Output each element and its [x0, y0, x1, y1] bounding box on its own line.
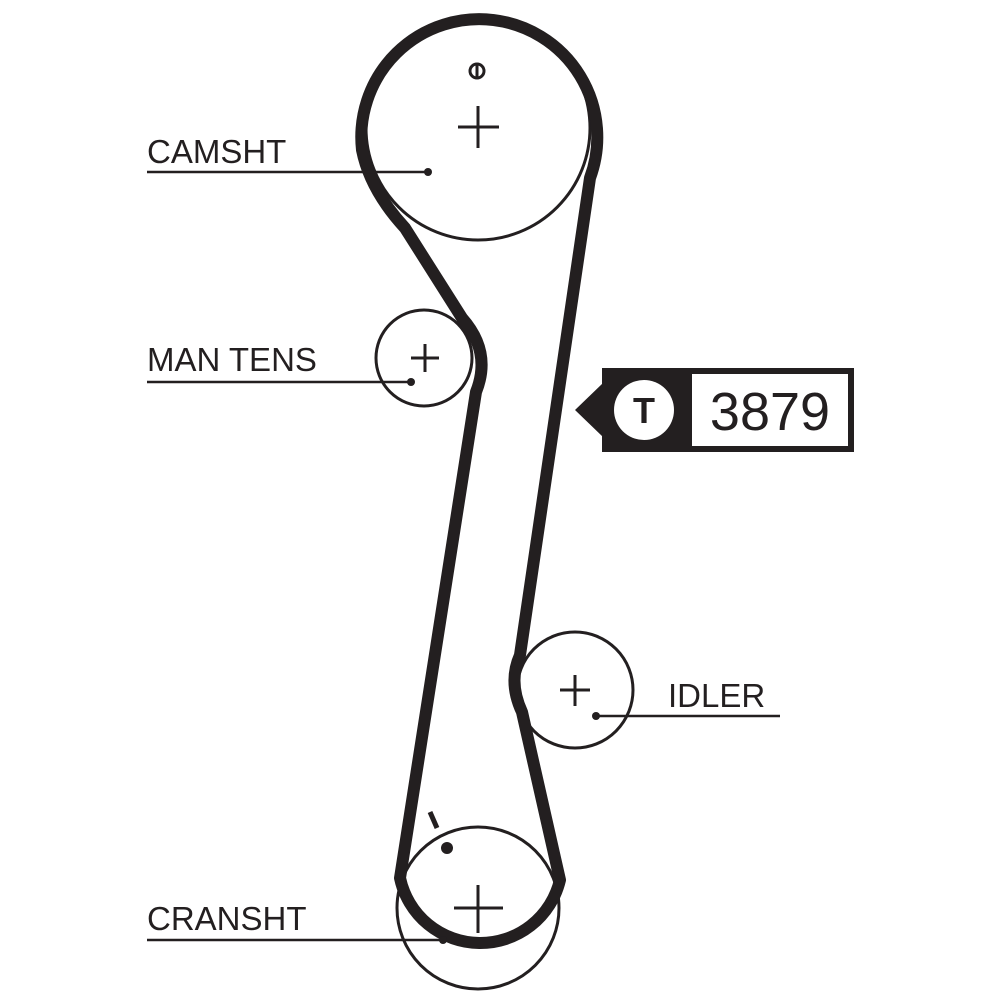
camshaft-label: CAMSHT [147, 133, 286, 170]
t-circle-icon [614, 380, 674, 440]
part-number: 3879 [710, 382, 830, 442]
man-tensioner-pulley [374, 308, 474, 408]
man-tensioner-label: MAN TENS [147, 341, 317, 378]
crankshaft-pulley [395, 810, 561, 991]
crankshaft-timing-dot-icon [441, 842, 453, 854]
crankshaft-timing-mark-icon [427, 810, 440, 830]
idler-pulley [515, 630, 635, 750]
crankshaft-label: CRANSHT [147, 900, 307, 937]
camshaft-leader [147, 168, 432, 176]
badge-letter: T [633, 390, 655, 431]
idler-leader [592, 712, 780, 720]
timing-belt [355, 13, 604, 950]
man-tensioner-leader [147, 378, 415, 386]
crankshaft-leader [147, 936, 447, 944]
camshaft-timing-mark-icon [468, 62, 486, 80]
part-number-badge: T 3879 [575, 368, 854, 452]
idler-label: IDLER [668, 677, 765, 714]
camshaft-center-cross-icon [458, 106, 499, 148]
